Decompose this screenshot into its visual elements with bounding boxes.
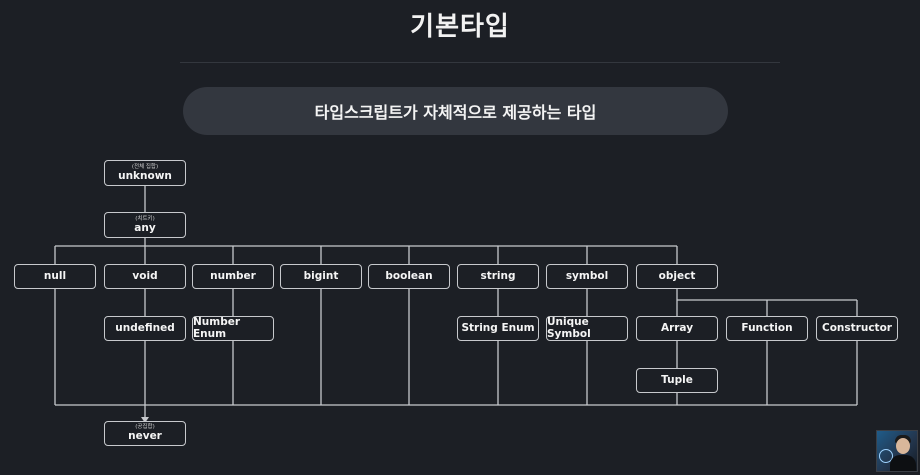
node-string-enum: String Enum — [457, 316, 539, 341]
presenter-shirt — [890, 455, 916, 471]
title-divider — [180, 62, 780, 63]
node-number-enum-label: Number Enum — [193, 315, 241, 340]
node-unique-symbol-label: Unique Symbol — [547, 315, 591, 340]
node-boolean: boolean — [368, 264, 450, 289]
node-any-sub: (치트키) — [135, 215, 155, 222]
node-unknown-sub: (전체 집합) — [131, 163, 159, 170]
node-void: void — [104, 264, 186, 289]
subtitle-text: 타입스크립트가 자체적으로 제공하는 타입 — [314, 103, 597, 122]
node-constructor-label: Constructor — [822, 321, 892, 334]
node-never-label: never — [128, 430, 162, 443]
node-number: number — [192, 264, 274, 289]
node-object: object — [636, 264, 718, 289]
node-string: string — [457, 264, 539, 289]
node-tuple: Tuple — [636, 368, 718, 393]
node-undefined: undefined — [104, 316, 186, 341]
node-null: null — [14, 264, 96, 289]
page-title: 기본타입 — [410, 12, 510, 42]
node-array: Array — [636, 316, 718, 341]
node-string-enum-label: String Enum — [461, 321, 535, 334]
node-unique-symbol: Unique Symbol — [546, 316, 628, 341]
node-unknown-label: unknown — [118, 169, 172, 182]
node-void-label: void — [132, 269, 158, 282]
node-number-enum: Number Enum — [192, 316, 274, 341]
presenter-webcam — [876, 430, 918, 472]
node-symbol: symbol — [546, 264, 628, 289]
node-function: Function — [726, 316, 808, 341]
node-array-label: Array — [660, 321, 694, 334]
node-bigint-label: bigint — [303, 269, 339, 282]
subtitle-banner: 타입스크립트가 자체적으로 제공하는 타입 — [183, 87, 728, 135]
node-tuple-label: Tuple — [661, 373, 693, 386]
node-null-label: null — [43, 269, 67, 282]
presenter-face — [896, 438, 910, 454]
node-constructor: Constructor — [816, 316, 898, 341]
node-object-label: object — [658, 269, 696, 282]
node-undefined-label: undefined — [115, 321, 175, 334]
node-never-sub: (공집합) — [135, 424, 155, 431]
node-any-label: any — [134, 221, 156, 234]
node-symbol-label: symbol — [565, 269, 609, 282]
node-string-label: string — [480, 269, 516, 282]
arrow-to-never — [141, 417, 149, 423]
channel-logo-icon — [879, 449, 893, 463]
node-boolean-label: boolean — [385, 269, 433, 282]
node-any: (치트키) any — [104, 212, 186, 238]
node-function-label: Function — [741, 321, 793, 334]
node-never: (공집합) never — [104, 421, 186, 446]
node-unknown: (전체 집합) unknown — [104, 160, 186, 186]
node-number-label: number — [210, 269, 256, 282]
node-bigint: bigint — [280, 264, 362, 289]
